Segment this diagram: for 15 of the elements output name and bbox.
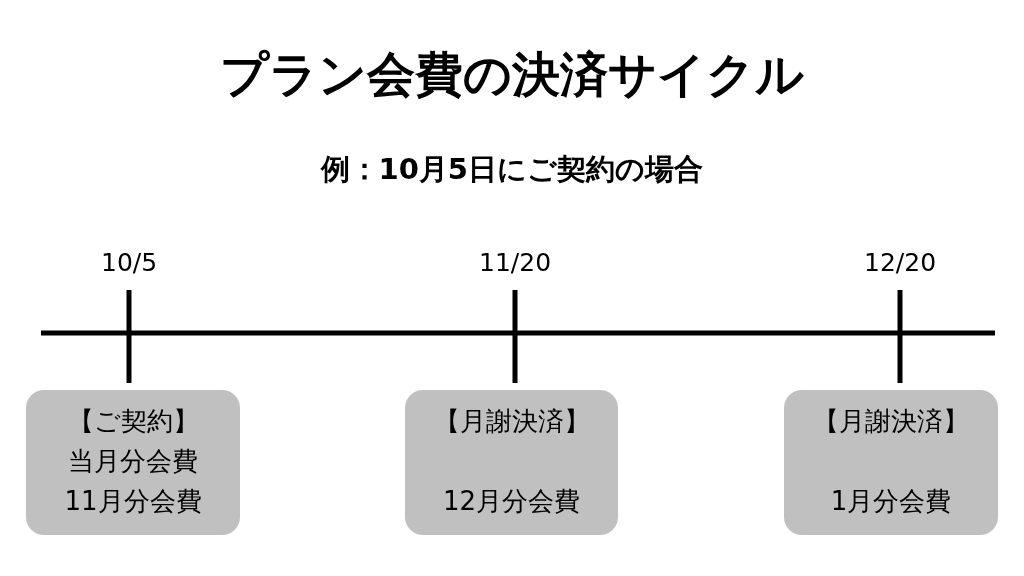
date-label: 11/20 <box>479 249 552 277</box>
event-card <box>784 390 998 535</box>
card-heading: 【月謝決済】 <box>813 407 969 437</box>
event-card <box>26 390 240 535</box>
date-label: 10/5 <box>101 249 158 277</box>
card-text: 1月分会費 <box>830 487 952 517</box>
card-text: 当月分会費 <box>68 447 198 477</box>
card-heading: 【月謝決済】 <box>433 407 590 437</box>
event-card <box>405 390 618 535</box>
diagram-title: プラン会費の決済サイクル <box>220 47 804 101</box>
card-text: 11月分会費 <box>64 487 202 517</box>
date-label: 12/20 <box>864 249 937 277</box>
card-text: 12月分会費 <box>442 487 581 517</box>
card-heading: 【ご契約】 <box>67 407 199 437</box>
subtitle: 例：10月5日にご契約の場合 <box>320 154 704 186</box>
